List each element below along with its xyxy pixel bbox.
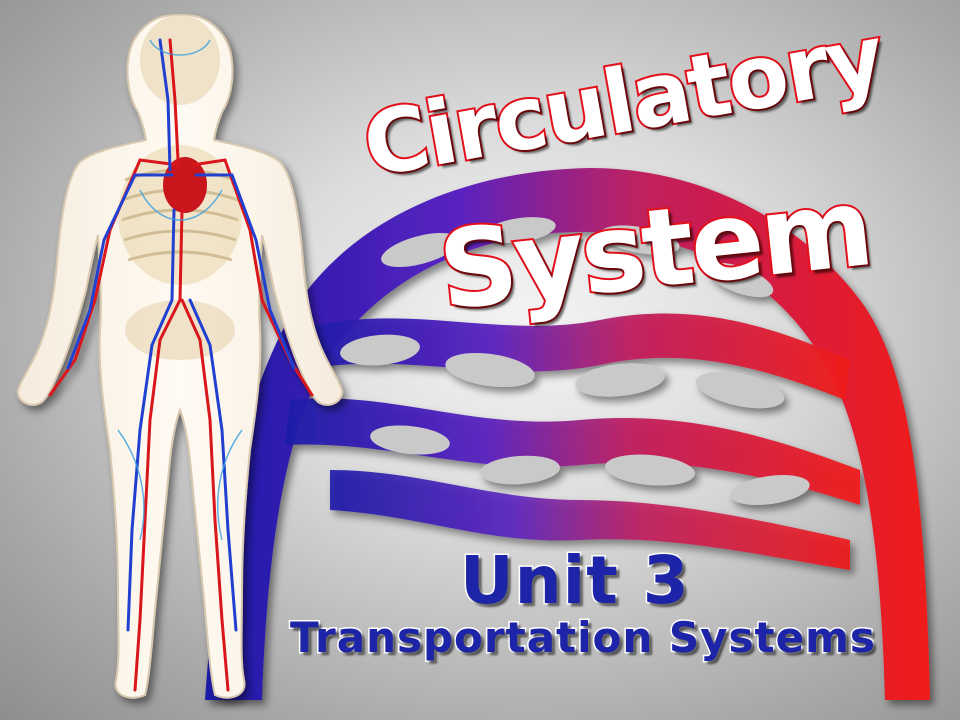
unit-label: Unit 3 <box>459 541 691 621</box>
capillary-network-arch-illustration <box>205 168 930 700</box>
capillary-gaps <box>340 217 810 505</box>
human-circulatory-anatomy-illustration <box>16 14 344 699</box>
heart-illustration <box>163 157 207 213</box>
unit-subtitle: Transportation Systems <box>289 612 877 664</box>
